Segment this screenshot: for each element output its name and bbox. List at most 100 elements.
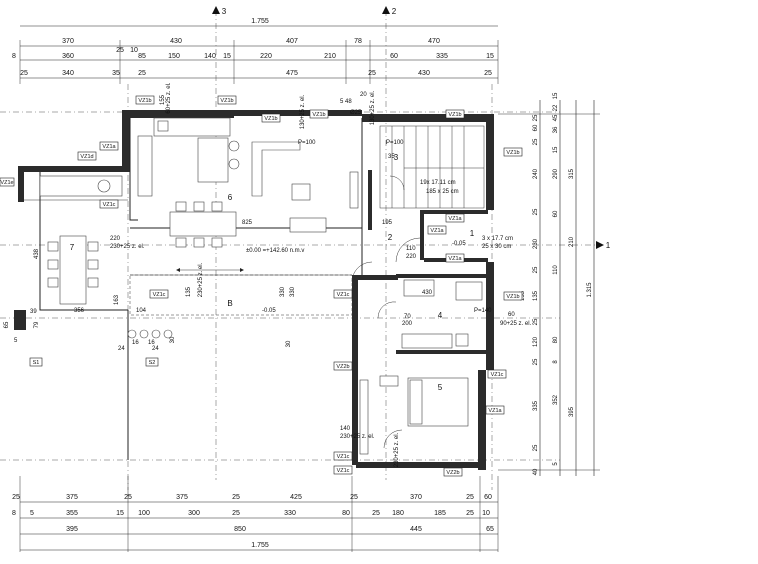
- note-135: 135: [186, 286, 192, 297]
- bot2-d6: 300: [188, 510, 200, 517]
- tag-vz1c-c: VZ1c: [337, 292, 350, 298]
- r1-d4: 240: [533, 168, 539, 179]
- section-1-label: 1: [606, 241, 611, 250]
- room-6-label: 6: [228, 193, 233, 202]
- dim-60: 60: [508, 312, 515, 318]
- tag-vz1b-g: VZ1b: [506, 294, 519, 300]
- section-3-label: 3: [222, 7, 227, 16]
- dim-5-48: 5 48: [340, 99, 352, 105]
- stairs-tread: 185 x 25 cm: [426, 189, 459, 195]
- dining-table: [169, 211, 237, 237]
- dim-230-el: 230+25 z. el.: [110, 244, 145, 250]
- r2-d5: 210: [569, 236, 575, 247]
- ps-label-2: P=100: [386, 140, 404, 146]
- bot2-d7: 25: [232, 510, 240, 517]
- bot1-d4: 375: [176, 494, 188, 501]
- room-1-label: 1: [470, 229, 475, 238]
- r1-d7: 25: [533, 266, 539, 273]
- r1-d11: 25: [533, 358, 539, 365]
- r3-d7: 8: [553, 360, 559, 364]
- bot2-d12: 185: [434, 510, 446, 517]
- dim-16b: 16: [148, 340, 155, 346]
- round-seat: [151, 329, 161, 339]
- level-minus-2: -0.05: [452, 241, 466, 247]
- tag-vz1b-b: VZ1b: [220, 98, 233, 104]
- bot1-d10: 60: [484, 494, 492, 501]
- r2-overall: 1.315: [587, 282, 593, 298]
- bathtub: [455, 281, 483, 301]
- dim-5: 5: [14, 338, 18, 344]
- bot3-d2: 850: [234, 526, 246, 533]
- coffee-table: [291, 183, 311, 201]
- top2-d12: 335: [436, 53, 448, 60]
- dim-140: 140: [340, 426, 351, 432]
- top2-d4: 10: [130, 47, 138, 54]
- dim-d25: Ø25: [350, 110, 362, 116]
- r1-d8: 135: [533, 290, 539, 301]
- dim-230-el-b: 230+25 z. el.: [340, 434, 375, 440]
- note-30-a: 30: [170, 336, 176, 343]
- bot2-d2: 5: [30, 510, 34, 517]
- r1-d6: 230: [533, 238, 539, 249]
- r2-d7: 395: [569, 406, 575, 417]
- dim-200: 200: [402, 321, 413, 327]
- chair: [175, 237, 187, 248]
- dim-220b: 220: [406, 254, 417, 260]
- top2-d3: 25: [116, 47, 124, 54]
- chair: [47, 259, 59, 270]
- tag-vz1a-e: VZ1a: [488, 408, 502, 414]
- r1-d9: 25: [533, 318, 539, 325]
- r1-d10: 120: [533, 336, 539, 347]
- tag-vz1c-b: VZ1c: [153, 292, 166, 298]
- r3-d4: 60: [553, 210, 559, 217]
- stool-1: [228, 140, 240, 152]
- r3-d5: 110: [553, 265, 559, 275]
- bottom-dimension-chains: 25 375 25 375 25 425 25 370 25 60 8 5 35…: [12, 476, 499, 552]
- room-5-label: 5: [438, 383, 443, 392]
- dim-195: 195: [382, 220, 393, 226]
- bot1-d7: 25: [350, 494, 358, 501]
- tv-bench: [289, 217, 327, 233]
- tag-vz1b-d: VZ1b: [312, 112, 325, 118]
- tag-vz1b-c: VZ1b: [264, 116, 277, 122]
- note-130-el-a: 130+25 z. el.: [300, 94, 306, 129]
- tag-vz1a-a: VZ1a: [102, 144, 116, 150]
- dim-24a: 24: [118, 346, 125, 352]
- bot3-d1: 395: [66, 526, 78, 533]
- note-135-r: 135: [520, 290, 526, 301]
- top-dim-2: 430: [170, 38, 182, 45]
- bot1-d8: 370: [410, 494, 422, 501]
- top-overall-dim: 1.755: [251, 18, 269, 25]
- bot3-d4: 65: [486, 526, 494, 533]
- tag-vz1a-d: VZ1a: [448, 256, 462, 262]
- top3-d4: 25: [138, 70, 146, 77]
- outdoor-fireplace: [14, 310, 26, 330]
- chair: [193, 237, 205, 248]
- dim-90-el: 90+25 z. el.: [500, 321, 532, 327]
- bot2-d8: 330: [284, 510, 296, 517]
- bot1-d9: 25: [466, 494, 474, 501]
- r1-d13: 25: [533, 444, 539, 451]
- r2-d6: 352: [553, 394, 559, 405]
- tag-vz1b-a: VZ1b: [138, 98, 151, 104]
- side-counter: [137, 135, 153, 197]
- chair: [47, 277, 59, 288]
- desk: [379, 375, 399, 387]
- stairs-rise: 19x 17.11 cm: [420, 180, 456, 186]
- top2-d9: 220: [260, 53, 272, 60]
- chair: [211, 201, 223, 212]
- dim-825: 825: [242, 220, 253, 226]
- bot1-d2: 375: [66, 494, 78, 501]
- dim-24b: 24: [152, 346, 159, 352]
- top3-d7: 430: [418, 70, 430, 77]
- room-7-label: 7: [70, 243, 75, 252]
- bot2-d11: 180: [392, 510, 404, 517]
- stairs-tread-2: 25 x 30 cm: [482, 244, 511, 250]
- stool-2: [228, 158, 240, 170]
- dim-110: 110: [406, 246, 416, 252]
- r2-d4: 315: [569, 168, 575, 179]
- dim-430: 430: [422, 290, 433, 296]
- dim-20: 20: [360, 92, 367, 98]
- note-155: 155: [160, 94, 166, 105]
